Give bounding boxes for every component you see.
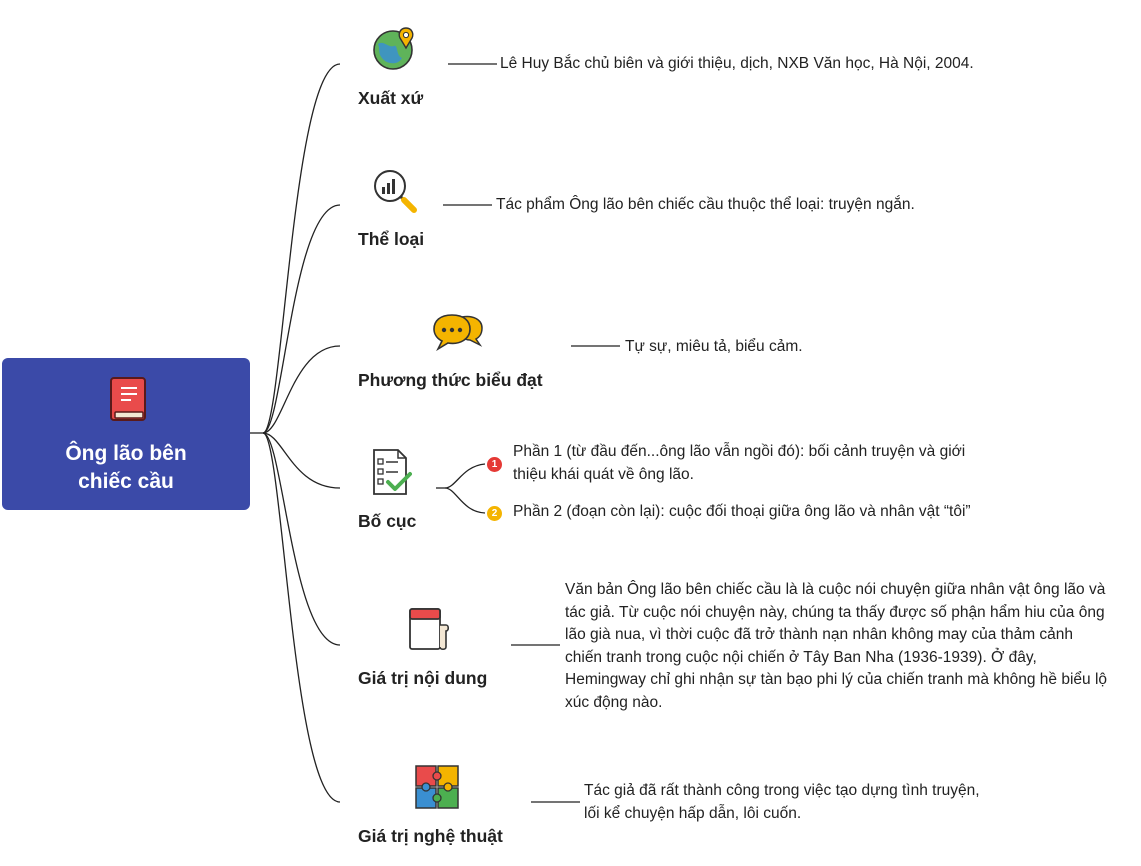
checklist-icon: [373, 449, 412, 495]
part-text-2: Phần 2 (đoạn còn lại): cuộc đối thoại gi…: [513, 503, 971, 520]
branch-label: Giá trị nội dung: [358, 668, 488, 688]
chat-bubbles-icon: [433, 314, 483, 351]
branch-label: Thể loại: [358, 229, 425, 249]
puzzle-icon: [415, 765, 459, 809]
part-badge-1: 1: [487, 457, 502, 472]
root-title: Ông lão bên chiếc cầu: [65, 442, 187, 493]
part-text-1: Phần 1 (từ đầu đến...ông lão vẫn ngồi đó…: [513, 443, 966, 483]
scroll-icon: [409, 608, 450, 651]
branch-text: Lê Huy Bắc chủ biên và giới thiệu, dịch,…: [500, 55, 974, 72]
branch-text: Văn bản Ông lão bên chiếc cầu là là cuộc…: [565, 581, 1108, 711]
branch-text: Tác giả đã rất thành công trong việc tạo…: [584, 782, 980, 822]
branch-text: Tự sự, miêu tả, biểu cảm.: [625, 338, 803, 355]
branch-label: Giá trị nghệ thuật: [358, 826, 503, 846]
globe-pin-icon: [373, 27, 414, 70]
part-badge-2: 2: [487, 506, 502, 521]
branch-label: Phương thức biểu đạt: [358, 370, 543, 390]
branch-label: Bố cục: [358, 511, 417, 531]
branch-label: Xuất xứ: [358, 88, 424, 108]
magnifier-chart-icon: [374, 170, 417, 213]
book-icon: [110, 377, 146, 421]
root-node: Ông lão bên chiếc cầu Loigiaihay: [2, 358, 355, 865]
branch-text: Tác phẩm Ông lão bên chiếc cầu thuộc thể…: [496, 196, 915, 213]
